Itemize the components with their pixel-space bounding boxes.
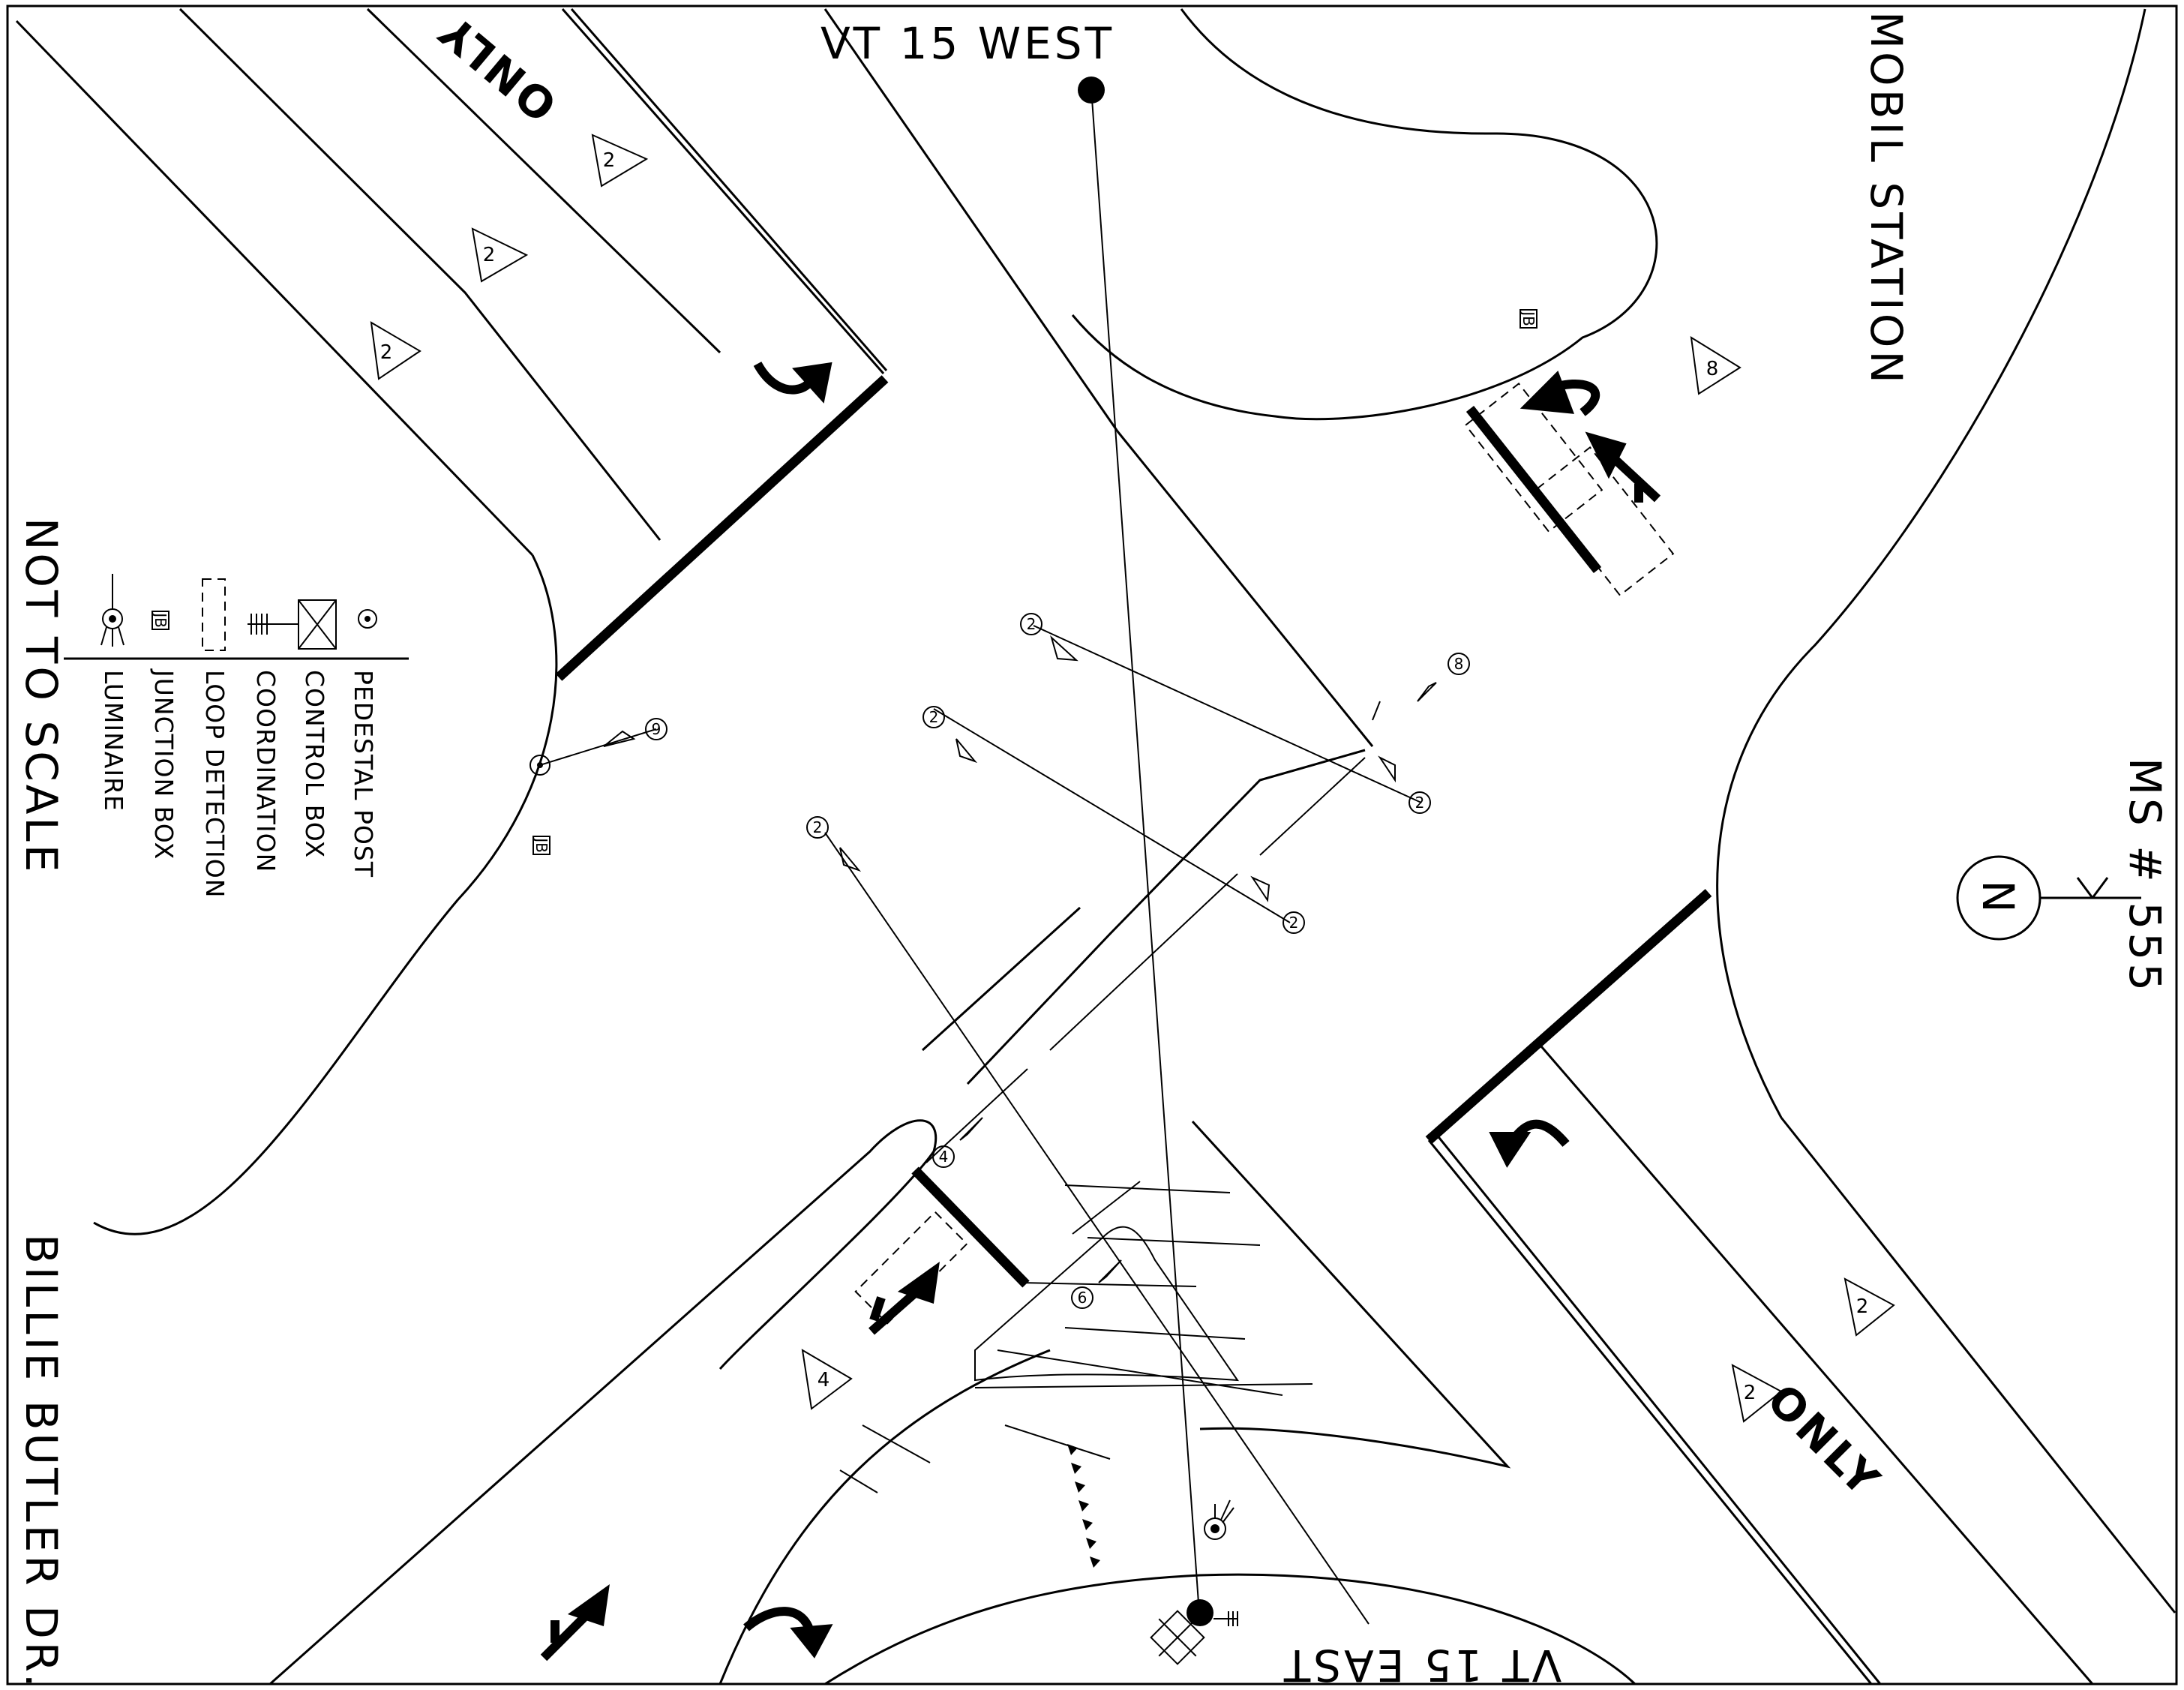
arrow-bottom-uturn <box>743 1607 833 1658</box>
phase-triangle: 8 <box>1690 336 1742 395</box>
arrow-bottom-thru-right <box>540 1583 610 1661</box>
label-ms-number: MS # 555 <box>2120 758 2170 994</box>
label-vt15-east: VT 15 EAST <box>1281 1640 1562 1690</box>
luminaire-icon <box>1204 1499 1234 1540</box>
svg-text:2: 2 <box>603 149 616 172</box>
svg-text:8: 8 <box>1454 655 1464 673</box>
control-box-icon <box>1150 1610 1205 1665</box>
legend-label: COORDINATION <box>251 670 280 872</box>
legend-label: LUMINAIRE <box>99 670 128 812</box>
control-box-icon <box>279 599 337 650</box>
loop-detectors <box>854 382 1675 1325</box>
crosswalk-centerline <box>926 701 1381 1163</box>
phase-triangle: 4 <box>801 1349 853 1410</box>
signal-head: 9 <box>603 718 668 747</box>
north-arrow: N <box>1956 855 2141 941</box>
svg-text:2: 2 <box>1027 615 1036 633</box>
arrow-ne-uturn <box>1520 371 1600 416</box>
svg-text:2: 2 <box>1744 1382 1756 1404</box>
legend-label: LOOP DETECTION <box>200 670 230 898</box>
phase-triangle: 2 <box>1844 1277 1895 1337</box>
label-billie-butler: BILLIE BUTLER DR. <box>16 1234 67 1690</box>
signal-head: 2 <box>1378 755 1431 814</box>
arrow-se-uturn <box>1489 1119 1570 1168</box>
signal-head: 8 <box>1417 653 1470 702</box>
signal-heads: 2 2 2 2 2 8 9 <box>603 613 1470 1309</box>
svg-text:2: 2 <box>483 244 496 266</box>
svg-text:6: 6 <box>1078 1289 1088 1307</box>
road-edges <box>15 8 2176 1685</box>
signal-head: 6 <box>1071 1259 1122 1309</box>
coordination-icon <box>248 614 279 635</box>
legend-label: PEDESTAL POST <box>349 670 378 878</box>
junction-box-icon: JB <box>1520 309 1538 329</box>
signal-head: 2 <box>922 706 978 764</box>
svg-text:JB: JB <box>1520 310 1538 326</box>
legend-label: CONTROL BOX <box>300 670 329 858</box>
phase-triangle: 2 <box>370 321 422 380</box>
signal-pole-south <box>1186 1599 1214 1626</box>
drawing-border <box>6 5 2178 1685</box>
legend-label: JUNCTION BOX <box>149 668 178 860</box>
label-not-to-scale: NOT TO SCALE <box>16 518 67 875</box>
loop-detection-icon <box>202 578 226 651</box>
arrow-ne-thru-left <box>1585 431 1661 503</box>
phase-triangle: 2 <box>1731 1364 1783 1423</box>
only-marking-north: ONLY <box>428 4 566 131</box>
svg-text:2: 2 <box>813 818 823 836</box>
phase-triangle: 2 <box>471 227 529 283</box>
svg-text:2: 2 <box>1289 914 1299 932</box>
only-marking-south: ONLY <box>1757 1374 1891 1508</box>
junction-box-icon: JB <box>532 836 550 855</box>
stop-bars <box>555 375 1712 1288</box>
svg-text:8: 8 <box>1706 358 1719 380</box>
pedestal-post-icon <box>530 755 550 776</box>
svg-text:JB: JB <box>152 611 170 628</box>
svg-text:N: N <box>1972 880 2024 915</box>
svg-text:2: 2 <box>1415 794 1425 812</box>
svg-text:4: 4 <box>939 1148 949 1166</box>
pedestal-post-icon <box>358 609 377 629</box>
signal-head: 2 <box>1250 875 1305 934</box>
arrow-sw-thru-right <box>868 1261 940 1335</box>
equipment: JB JB <box>530 77 1538 1665</box>
pavement-arrows <box>540 361 1661 1661</box>
luminaire-icon <box>100 574 124 647</box>
arrow-nw-uturn <box>753 361 832 404</box>
dot-arrows <box>1067 1444 1100 1568</box>
svg-text:2: 2 <box>380 341 393 364</box>
junction-box-icon: JB <box>152 611 170 630</box>
signal-pole-north <box>1078 77 1105 104</box>
signal-head: 4 <box>932 1117 983 1168</box>
legend: JB PEDESTAL POST CONTROL BOX COORDINATIO… <box>64 574 409 898</box>
island-hatching <box>839 1181 1313 1493</box>
svg-text:4: 4 <box>818 1369 830 1391</box>
phase-triangle: 2 <box>591 134 649 188</box>
coordination-icon <box>1214 1611 1238 1626</box>
svg-text:9: 9 <box>652 720 662 738</box>
label-vt15-west: VT 15 WEST <box>820 18 1114 69</box>
signal-lines <box>539 88 1422 1625</box>
svg-text:2: 2 <box>929 708 939 726</box>
phase-triangles: 2 2 2 8 2 2 4 <box>370 134 1895 1423</box>
svg-text:2: 2 <box>1856 1295 1869 1318</box>
svg-text:JB: JB <box>532 836 550 853</box>
signal-head: 2 <box>1020 613 1078 662</box>
signal-head: 2 <box>806 816 862 872</box>
label-mobil-station: MOBIL STATION <box>1861 11 1912 386</box>
